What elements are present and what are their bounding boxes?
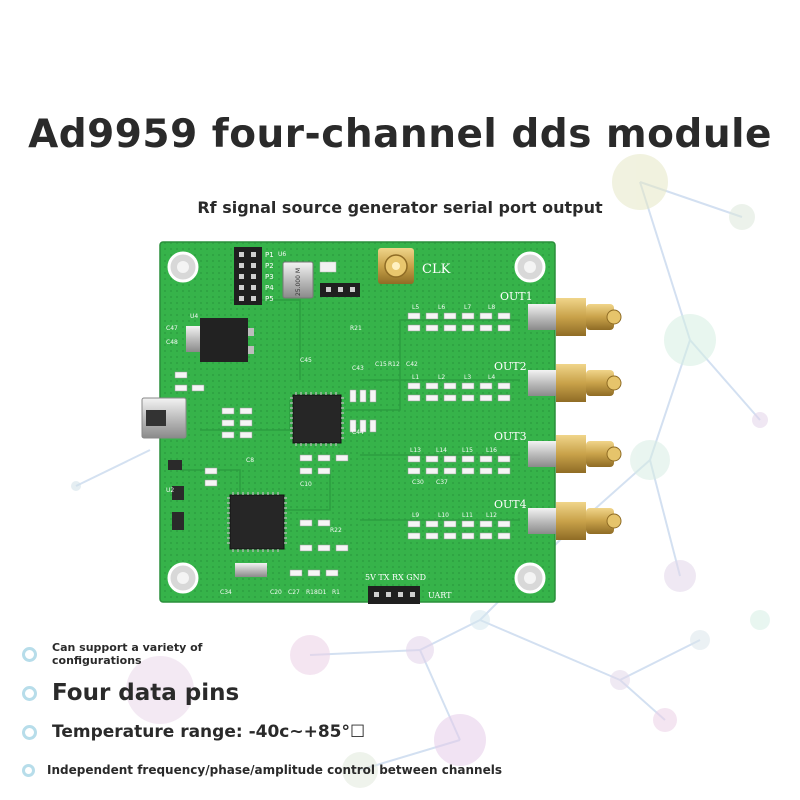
passive-components <box>174 312 511 577</box>
silk-label: C43 <box>352 365 364 372</box>
feature-text: Can support a variety of configurations <box>52 641 203 667</box>
uart-header: 5V TX RX GND UART <box>365 573 452 604</box>
silk-label: C30 <box>412 479 424 486</box>
feature-item: Four data pins <box>22 680 239 706</box>
silk-label: C27 <box>288 589 300 596</box>
silk-label: L6 <box>438 304 445 311</box>
silk-label: U6 <box>278 251 286 258</box>
feature-item: Independent frequency/phase/amplitude co… <box>22 763 502 777</box>
mini-usb-connector <box>141 397 187 439</box>
silk-label: C42 <box>406 361 418 368</box>
header-label: P2 <box>265 262 274 270</box>
silk-label: U2 <box>166 487 174 494</box>
silk-label: U4 <box>190 313 198 320</box>
silk-label: R1 <box>332 589 340 596</box>
page-title: Ad9959 four-channel dds module <box>28 112 772 157</box>
feature-text: Temperature range: -40c~+85°☐ <box>52 722 366 742</box>
silk-label: C34 <box>220 589 232 596</box>
silk-label: R12 <box>388 361 400 368</box>
crystal-oscillator: 25.000 M <box>282 261 314 299</box>
silk-label: L4 <box>488 374 495 381</box>
out4-label: OUT4 <box>494 498 527 511</box>
circle-bullet-icon <box>22 763 35 777</box>
feature-text: Independent frequency/phase/amplitude co… <box>47 763 502 777</box>
sma-out3 <box>528 435 622 473</box>
out3-label: OUT3 <box>494 430 527 443</box>
uart-pin-labels: 5V TX RX GND <box>365 573 426 582</box>
silk-label: C20 <box>270 589 282 596</box>
page-subtitle: Rf signal source generator serial port o… <box>197 198 603 217</box>
silk-label: L7 <box>464 304 471 311</box>
silk-label: L13 <box>410 447 421 454</box>
top-pin-header: P1 P2 P3 P4 P5 <box>234 247 274 305</box>
sma-output-connectors <box>528 298 622 540</box>
circle-bullet-icon <box>22 685 37 701</box>
header-label: P4 <box>265 284 274 292</box>
silk-label: L2 <box>438 374 445 381</box>
sma-out1 <box>528 298 622 336</box>
header-label: P1 <box>265 251 274 259</box>
silk-label: R21 <box>350 325 362 332</box>
silk-label: C48 <box>166 339 178 346</box>
silk-label: L8 <box>488 304 495 311</box>
out2-label: OUT2 <box>494 360 527 373</box>
circle-bullet-icon <box>22 646 37 662</box>
sma-out2 <box>528 364 622 402</box>
feature-item: Can support a variety of configurations <box>22 641 222 667</box>
clk-label: CLK <box>422 262 451 277</box>
silk-label: D1 <box>318 589 327 596</box>
silk-label: C45 <box>300 357 312 364</box>
silk-label: C10 <box>300 481 312 488</box>
mcu-chip <box>227 492 287 552</box>
silk-label: L5 <box>412 304 419 311</box>
silk-label: C8 <box>246 457 254 464</box>
silk-label: L3 <box>464 374 471 381</box>
voltage-regulator <box>186 318 254 362</box>
small-ic <box>168 460 267 577</box>
circle-bullet-icon <box>22 724 37 740</box>
silk-label: L1 <box>412 374 419 381</box>
silk-label: L16 <box>486 447 497 454</box>
silk-label: R22 <box>330 527 342 534</box>
silk-label: C44 <box>352 429 364 436</box>
silk-label: L11 <box>462 512 473 519</box>
crystal-label: 25.000 M <box>295 268 302 296</box>
header-label: P3 <box>265 273 274 281</box>
jumper-header <box>319 261 360 297</box>
silk-label: L15 <box>462 447 473 454</box>
silk-label: C37 <box>436 479 448 486</box>
out1-label: OUT1 <box>500 290 533 303</box>
mounting-holes <box>167 251 546 594</box>
silk-label: L9 <box>412 512 419 519</box>
header-label: P5 <box>265 295 274 303</box>
silk-label: L14 <box>436 447 447 454</box>
silk-label: R18 <box>306 589 318 596</box>
silk-label: C15 <box>375 361 387 368</box>
feature-item: Temperature range: -40c~+85°☐ <box>22 722 365 742</box>
silk-label: L10 <box>438 512 449 519</box>
feature-text: Four data pins <box>52 680 240 706</box>
dds-chip <box>290 392 344 446</box>
silk-label: C47 <box>166 325 178 332</box>
uart-label: UART <box>428 591 452 600</box>
clk-sma-connector: CLK <box>378 248 451 284</box>
sma-out4 <box>528 502 622 540</box>
silk-label: L12 <box>486 512 497 519</box>
